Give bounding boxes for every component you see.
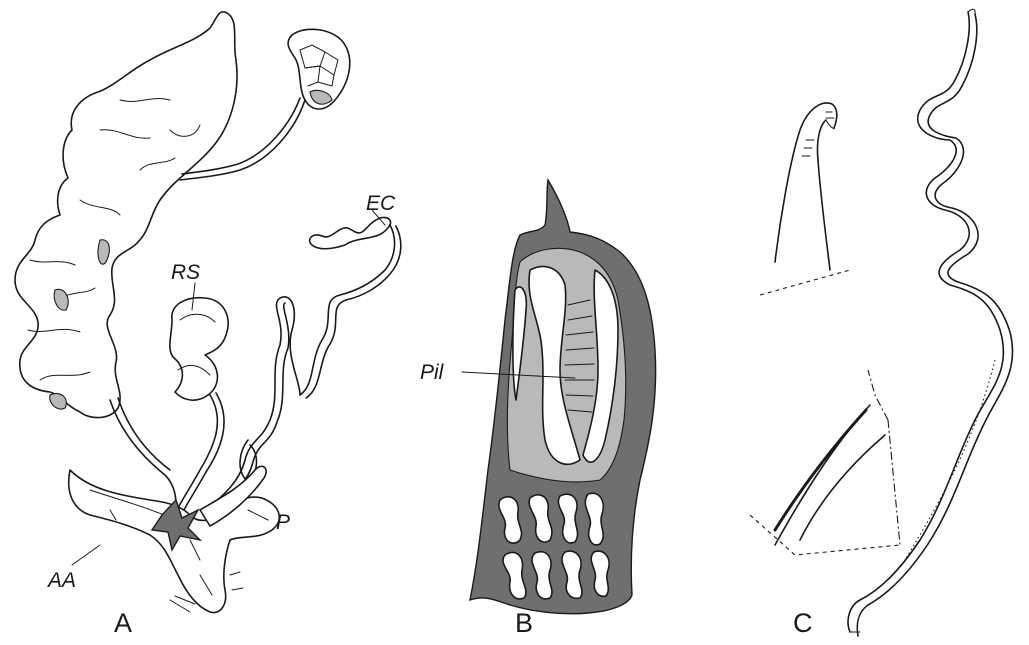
- panel-label-a: A: [114, 610, 132, 637]
- label-rs: RS: [171, 262, 200, 283]
- panel-a-drawing: [15, 12, 401, 613]
- panel-label-b: B: [515, 610, 533, 637]
- panel-label-c: C: [793, 610, 813, 637]
- label-p: P: [276, 512, 290, 533]
- label-pil: Pil: [420, 362, 443, 383]
- flagellum: [848, 12, 1003, 632]
- label-ec: EC: [366, 193, 395, 214]
- label-aa: AA: [48, 570, 76, 591]
- panel-c-drawing: [750, 9, 1013, 636]
- flagellum-tip-inset: [775, 103, 837, 262]
- receptaculum-seminis: [170, 298, 228, 400]
- panel-b-drawing: [462, 180, 656, 614]
